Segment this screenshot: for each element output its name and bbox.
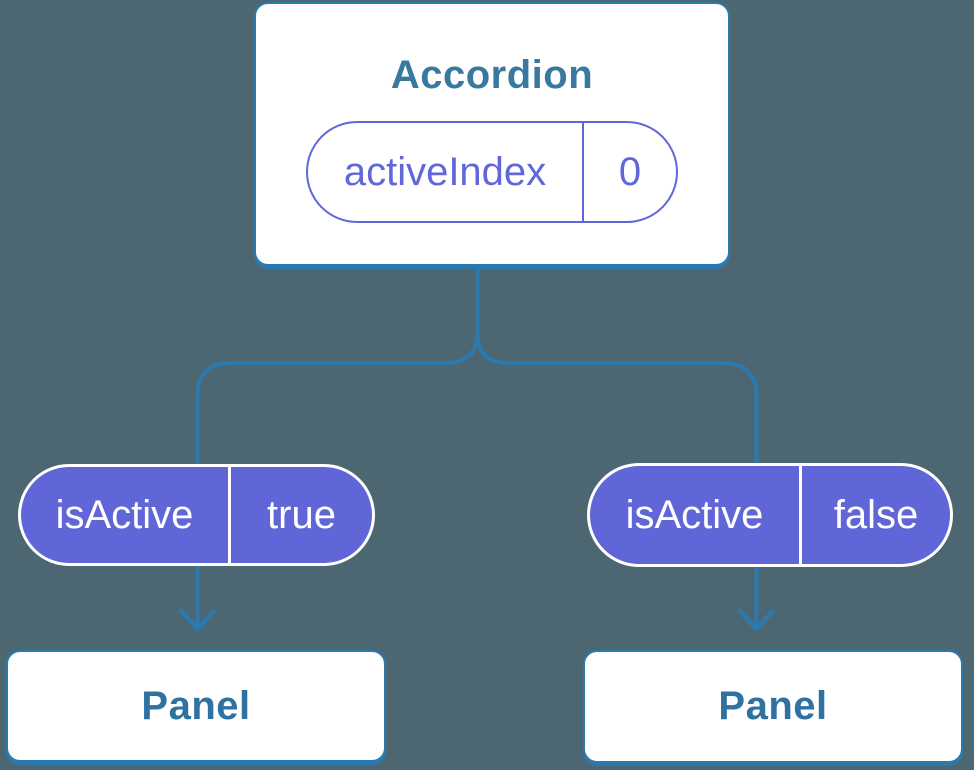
pill-divider [799, 466, 802, 564]
connector-branch-right [475, 264, 759, 626]
panel-title: Panel [718, 684, 828, 728]
state-name-label: activeIndex [343, 150, 547, 194]
prop-name-label: isActive [55, 493, 194, 537]
accordion-node: Accordion activeIndex 0 [254, 2, 730, 266]
connector-branch-left [195, 264, 480, 626]
panel-title: Panel [141, 683, 251, 728]
panel-node-left: Panel [6, 650, 386, 762]
panel-node-right: Panel [583, 650, 963, 763]
state-pill: activeIndex 0 [306, 121, 678, 223]
prop-name-label: isActive [625, 493, 764, 537]
prop-value-label: false [833, 493, 919, 537]
pill-divider [582, 123, 584, 221]
arrow-down-icon [737, 608, 776, 632]
prop-value-label: true [267, 493, 336, 537]
state-value-label: 0 [618, 150, 642, 194]
prop-pill-left: isActive true [18, 464, 375, 566]
pill-divider [228, 467, 231, 563]
accordion-title: Accordion [390, 53, 594, 97]
arrow-down-icon [178, 608, 217, 632]
prop-pill-right: isActive false [587, 463, 953, 567]
